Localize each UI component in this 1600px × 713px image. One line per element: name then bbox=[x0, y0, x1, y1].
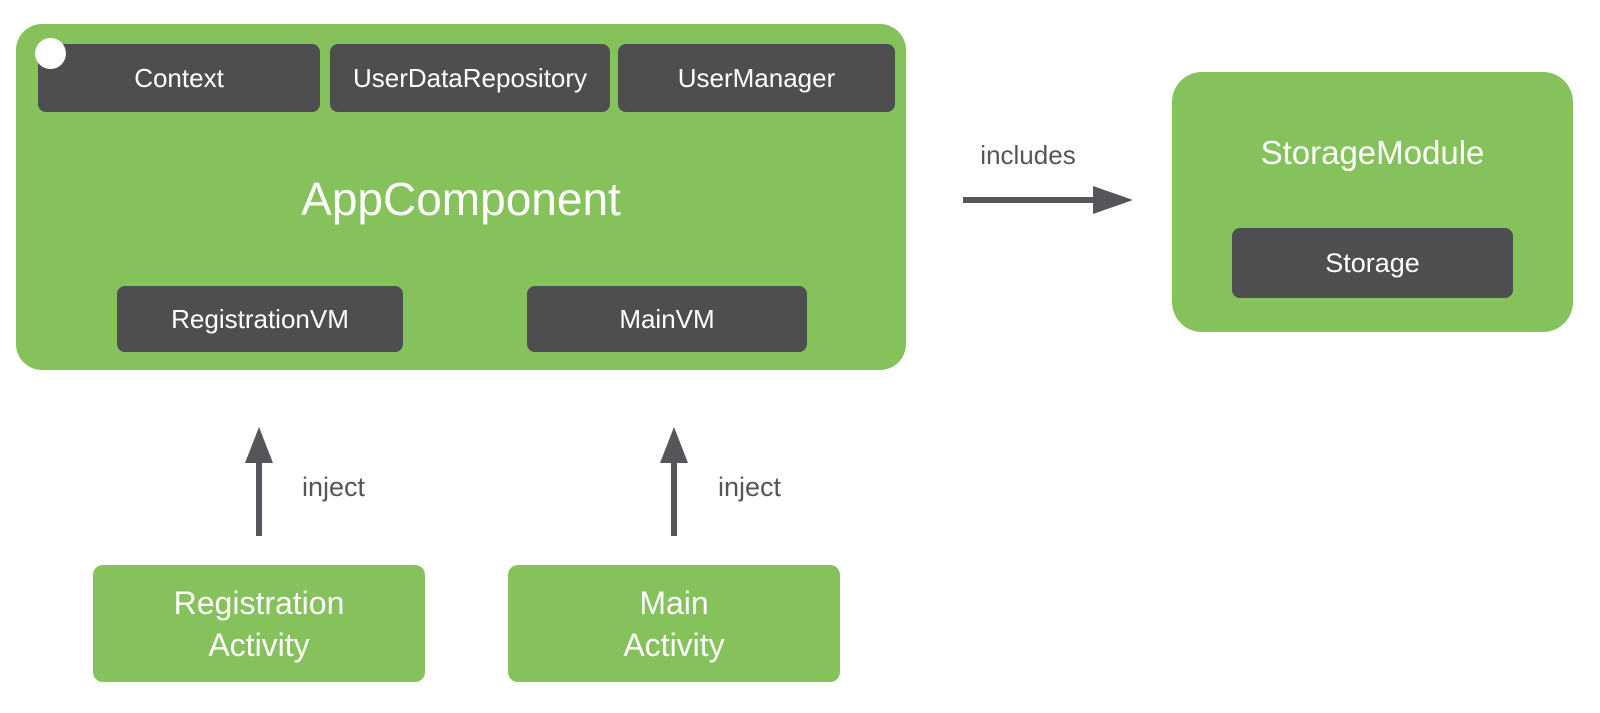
storage-module-box: StorageModule Storage bbox=[1172, 72, 1573, 332]
app-component-box: Context UserDataRepository UserManager A… bbox=[16, 24, 906, 370]
activity-label-line: Registration bbox=[173, 584, 345, 621]
inject-arrow-shaft-main bbox=[671, 461, 677, 536]
inject-arrow-head-main-icon bbox=[660, 427, 688, 463]
dependency-box-userdatarepository: UserDataRepository bbox=[330, 44, 610, 112]
main-activity-box: Main Activity bbox=[508, 565, 840, 682]
includes-arrow-line bbox=[963, 197, 1095, 203]
inject-arrow-head-registration-icon bbox=[245, 427, 273, 463]
viewmodel-label: MainVM bbox=[619, 303, 715, 334]
dependency-label: UserManager bbox=[677, 62, 836, 93]
activity-label-line: Activity bbox=[623, 626, 725, 663]
storage-box: Storage bbox=[1232, 228, 1513, 298]
registration-activity-box: Registration Activity bbox=[93, 565, 425, 682]
scope-indicator-dot bbox=[35, 38, 66, 69]
app-component-title: AppComponent bbox=[301, 173, 621, 225]
dependency-label: UserDataRepository bbox=[352, 62, 588, 93]
storage-module-title: StorageModule bbox=[1260, 134, 1485, 171]
inject-arrow-shaft-registration bbox=[256, 461, 262, 536]
activity-label-line: Activity bbox=[208, 626, 310, 663]
viewmodel-box-mainvm: MainVM bbox=[527, 286, 807, 352]
includes-arrow-head-icon bbox=[1093, 186, 1133, 214]
viewmodel-label: RegistrationVM bbox=[171, 303, 349, 334]
inject-edge-label-main: inject bbox=[718, 472, 782, 502]
inject-edge-label-registration: inject bbox=[302, 472, 366, 502]
storage-label: Storage bbox=[1325, 247, 1420, 278]
dependency-label: Context bbox=[134, 62, 224, 93]
dependency-box-usermanager: UserManager bbox=[618, 44, 895, 112]
includes-edge-label: includes bbox=[980, 140, 1076, 170]
viewmodel-box-registrationvm: RegistrationVM bbox=[117, 286, 403, 352]
activity-label-line: Main bbox=[639, 584, 709, 621]
dependency-box-context: Context bbox=[38, 44, 320, 112]
